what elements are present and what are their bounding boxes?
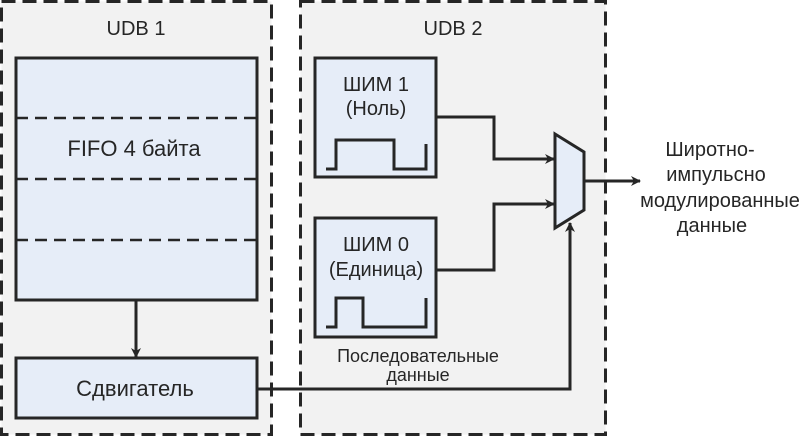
pwm0-to-mux-wire	[436, 199, 555, 272]
shifter-block	[14, 356, 259, 420]
udb2-panel: UDB 2 ШИМ 1 (Ноль) ШИМ 0 (Единица) После…	[299, 0, 607, 436]
udb2-title: UDB 2	[424, 18, 483, 40]
pwm0-waveform-icon	[326, 296, 428, 329]
output-label-line2: импульсно	[666, 164, 766, 186]
udb1-title: UDB 1	[107, 18, 166, 40]
pwm1-to-mux-wire	[436, 115, 555, 164]
pwm0-subtitle: (Единица)	[329, 259, 423, 281]
pwm1-waveform-icon	[326, 138, 428, 171]
serial-data-label-line2: данные	[386, 365, 449, 385]
shifter-to-mux-select-wire	[257, 222, 575, 391]
output-label-line1: Широтно-	[665, 139, 754, 161]
output-label-line3: модулированные	[640, 190, 799, 212]
pwm1-title: ШИМ 1	[343, 74, 409, 96]
serial-data-label-line1: Последовательные	[337, 346, 499, 366]
multiplexer	[553, 131, 586, 231]
fifo-label: FIFO 4 байта	[67, 136, 201, 161]
pwm1-subtitle: (Ноль)	[346, 98, 407, 120]
shifter-label: Сдвигатель	[76, 376, 194, 401]
udb1-panel: UDB 1 FIFO 4 байта Сдвигатель	[0, 0, 273, 436]
output-label-line4: данные	[677, 215, 747, 237]
pwm0-title: ШИМ 0	[343, 234, 409, 256]
